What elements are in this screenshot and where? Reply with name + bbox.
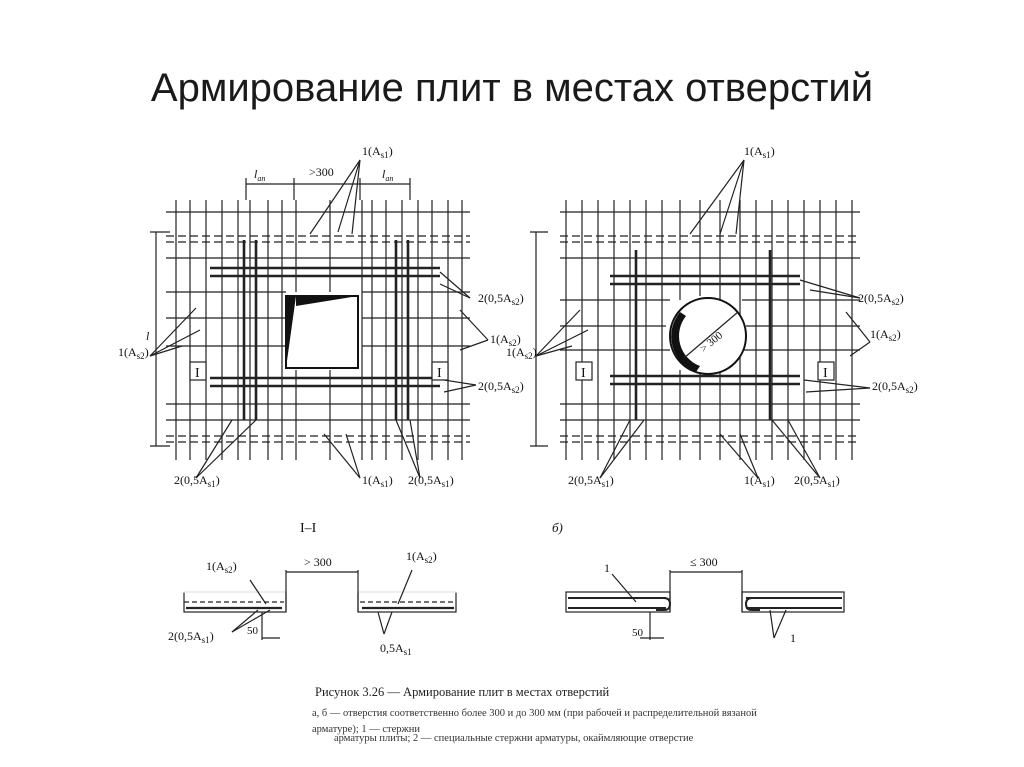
- label-left-lan-2: lan: [382, 167, 393, 183]
- section-right-title: б): [552, 520, 563, 535]
- label-right-half-As2-top: 2(0,5As2): [858, 291, 904, 307]
- section-right-1-bottom: 1: [790, 631, 796, 645]
- section-left-As2-r: 1(As2): [406, 549, 437, 565]
- section-left-As2-l: 1(As2): [206, 559, 237, 575]
- section-left: [180, 569, 462, 640]
- label-right-As1-bottom: 1(As1): [744, 473, 775, 489]
- label-right-section-l: I: [581, 366, 586, 381]
- label-left-half-As2-top: 2(0,5As2): [478, 291, 524, 307]
- label-left-half-As1-bl: 2(0,5As1): [174, 473, 220, 489]
- section-left-50: 50: [247, 625, 259, 637]
- label-left-section-r: I: [437, 366, 442, 381]
- section-left-title: I–I: [300, 521, 317, 536]
- label-right-section-r: I: [823, 366, 828, 381]
- label-left-l: l: [146, 329, 150, 343]
- section-left-05As1: 0,5As1: [380, 641, 412, 657]
- label-right-half-As1-br: 2(0,5As1): [794, 473, 840, 489]
- figure-caption-line1: а, б — отверстия соответственно более 30…: [312, 706, 772, 738]
- right-vertical-bars: [565, 200, 853, 460]
- right-horizontal-bars: [560, 211, 860, 443]
- label-left-As2-right: 1(As2): [490, 332, 521, 348]
- section-right-le300: ≤ 300: [690, 555, 718, 569]
- section-right-1-top: 1: [604, 561, 610, 575]
- label-left-As2-left: 1(As2): [118, 345, 149, 361]
- slide-title: Армирование плит в местах отверстий: [150, 66, 874, 110]
- figure-caption-line2: арматуры плиты; 2 — специальные стержни …: [334, 733, 754, 744]
- label-left-As1-top: 1(As1): [362, 144, 393, 160]
- section-right-50: 50: [632, 627, 644, 639]
- label-left-lan-1: lan: [254, 167, 265, 183]
- figure-caption-title: Рисунок 3.26 — Армирование плит в местах…: [315, 685, 775, 700]
- section-right: [565, 570, 845, 640]
- label-left-gt300: >300: [309, 165, 334, 179]
- section-left-gt300: > 300: [304, 555, 332, 569]
- caption-line2-text: арматуры плиты; 2 — специальные стержни …: [334, 733, 694, 744]
- label-left-half-As1-br: 2(0,5As1): [408, 473, 454, 489]
- label-right-As1-top: 1(As1): [744, 144, 775, 160]
- label-right-As2-right: 1(As2): [870, 327, 901, 343]
- caption-line1-text: а, б — отверстия соответственно более 30…: [312, 708, 757, 735]
- label-right-half-As1-bl: 2(0,5As1): [568, 473, 614, 489]
- section-left-half-As1: 2(0,5As1): [168, 629, 214, 645]
- label-left-As1-bottom: 1(As1): [362, 473, 393, 489]
- label-right-half-As2-bottom: 2(0,5As2): [872, 379, 918, 395]
- left-opening: [285, 295, 359, 369]
- label-right-As2-left: 1(As2): [506, 345, 537, 361]
- right-plan: [530, 159, 871, 479]
- caption-title-text: Рисунок 3.26 — Армирование плит в местах…: [315, 685, 610, 699]
- label-left-section-l: I: [195, 366, 200, 381]
- left-horizontal-bars: [166, 211, 470, 443]
- left-plan: [149, 159, 489, 479]
- right-opening: [669, 297, 747, 375]
- label-left-half-As2-bottom: 2(0,5As2): [478, 379, 524, 395]
